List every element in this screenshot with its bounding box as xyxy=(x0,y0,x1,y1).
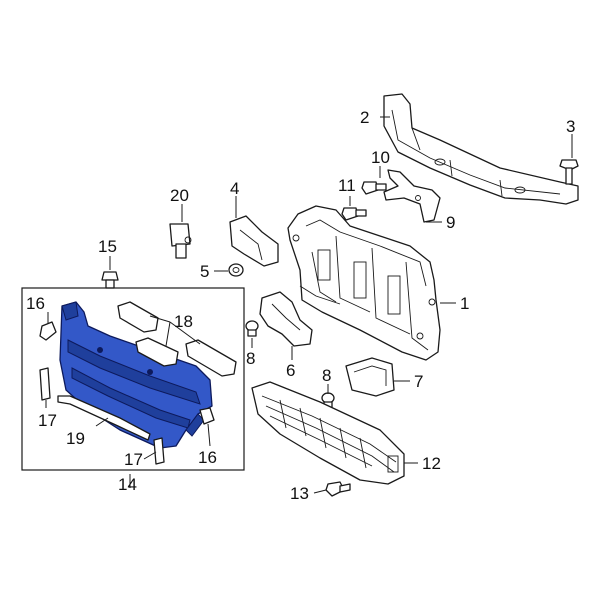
bracket-4 xyxy=(229,215,279,267)
clip-15 xyxy=(101,271,119,289)
bolt-3 xyxy=(559,159,579,185)
callout-16-top: 16 xyxy=(26,294,45,313)
callout-9: 9 xyxy=(446,213,455,232)
bolt-13 xyxy=(325,481,351,497)
callout-3: 3 xyxy=(566,117,575,136)
callout-12: 12 xyxy=(422,454,441,473)
callout-17-bottom: 17 xyxy=(124,450,143,469)
leader-lines xyxy=(45,116,573,494)
bracket-9 xyxy=(383,169,441,223)
sensor-20 xyxy=(169,223,192,259)
air-guide-7 xyxy=(345,357,395,397)
callout-4: 4 xyxy=(230,179,239,198)
clip-16 xyxy=(39,321,215,425)
clip-8 xyxy=(245,320,335,409)
callout-16-bottom: 16 xyxy=(198,448,217,467)
callout-5: 5 xyxy=(200,262,209,281)
callout-14: 14 xyxy=(118,475,137,494)
callout-11: 11 xyxy=(338,176,356,195)
bracket-6 xyxy=(259,291,313,347)
callout-18: 18 xyxy=(174,312,193,331)
radiator-support-frame xyxy=(287,205,441,361)
absorber-blocks-18 xyxy=(117,301,237,377)
callout-1: 1 xyxy=(460,294,469,313)
callout-13: 13 xyxy=(290,484,309,503)
callout-8-upper: 8 xyxy=(246,349,255,368)
bolt-11 xyxy=(341,181,387,221)
callout-8-lower: 8 xyxy=(322,366,331,385)
callout-17-left: 17 xyxy=(38,411,57,430)
callout-15: 15 xyxy=(98,237,117,256)
lower-strip-19 xyxy=(57,395,151,441)
callout-labels: 2 3 10 11 9 4 20 5 15 1 8 6 8 7 12 13 16… xyxy=(26,108,575,503)
callout-7: 7 xyxy=(414,372,423,391)
clip-5 xyxy=(228,263,244,277)
grille-shutter-12 xyxy=(251,381,405,485)
callout-2: 2 xyxy=(360,108,369,127)
callout-6: 6 xyxy=(286,361,295,380)
callout-19: 19 xyxy=(66,429,85,448)
callout-10: 10 xyxy=(371,148,390,167)
upper-tie-bar xyxy=(383,93,579,205)
bracket-17 xyxy=(39,367,165,465)
bumper-assembly-inset xyxy=(21,287,245,471)
callout-20: 20 xyxy=(170,186,189,205)
